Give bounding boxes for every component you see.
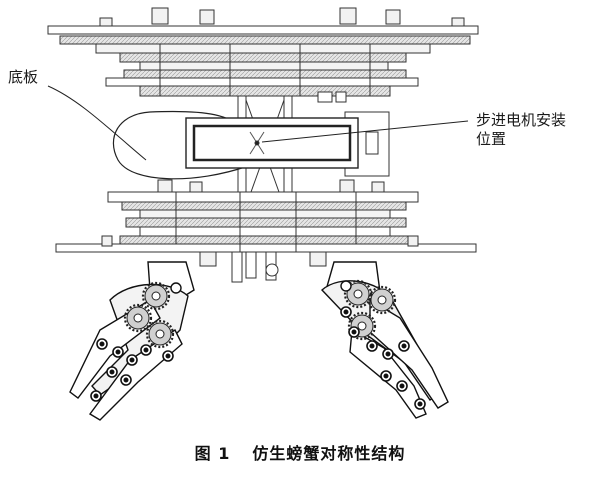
figure-title: 仿生螃蟹对称性结构 bbox=[252, 444, 406, 463]
motor-leader bbox=[261, 120, 469, 143]
lower-assembly bbox=[55, 179, 477, 283]
top-bolts bbox=[99, 7, 465, 29]
top-rod bbox=[47, 25, 479, 35]
middle-body bbox=[112, 95, 390, 207]
figure-number: 图 1 bbox=[194, 444, 231, 463]
left-claw bbox=[69, 261, 195, 421]
top-assembly bbox=[47, 7, 479, 103]
figure-caption: 图 1 仿生螃蟹对称性结构 bbox=[0, 440, 600, 464]
motor-mount-label: 步进电机安装 位置 bbox=[476, 111, 566, 149]
motor-mount-label-line1: 步进电机安装 bbox=[476, 111, 567, 129]
base-leader bbox=[47, 85, 147, 161]
motor-slot bbox=[192, 124, 352, 162]
motor-mount-label-line2: 位置 bbox=[476, 130, 507, 148]
leader-lines bbox=[47, 85, 469, 161]
base-plate-label: 底板 bbox=[8, 68, 39, 86]
right-claw bbox=[320, 261, 449, 419]
